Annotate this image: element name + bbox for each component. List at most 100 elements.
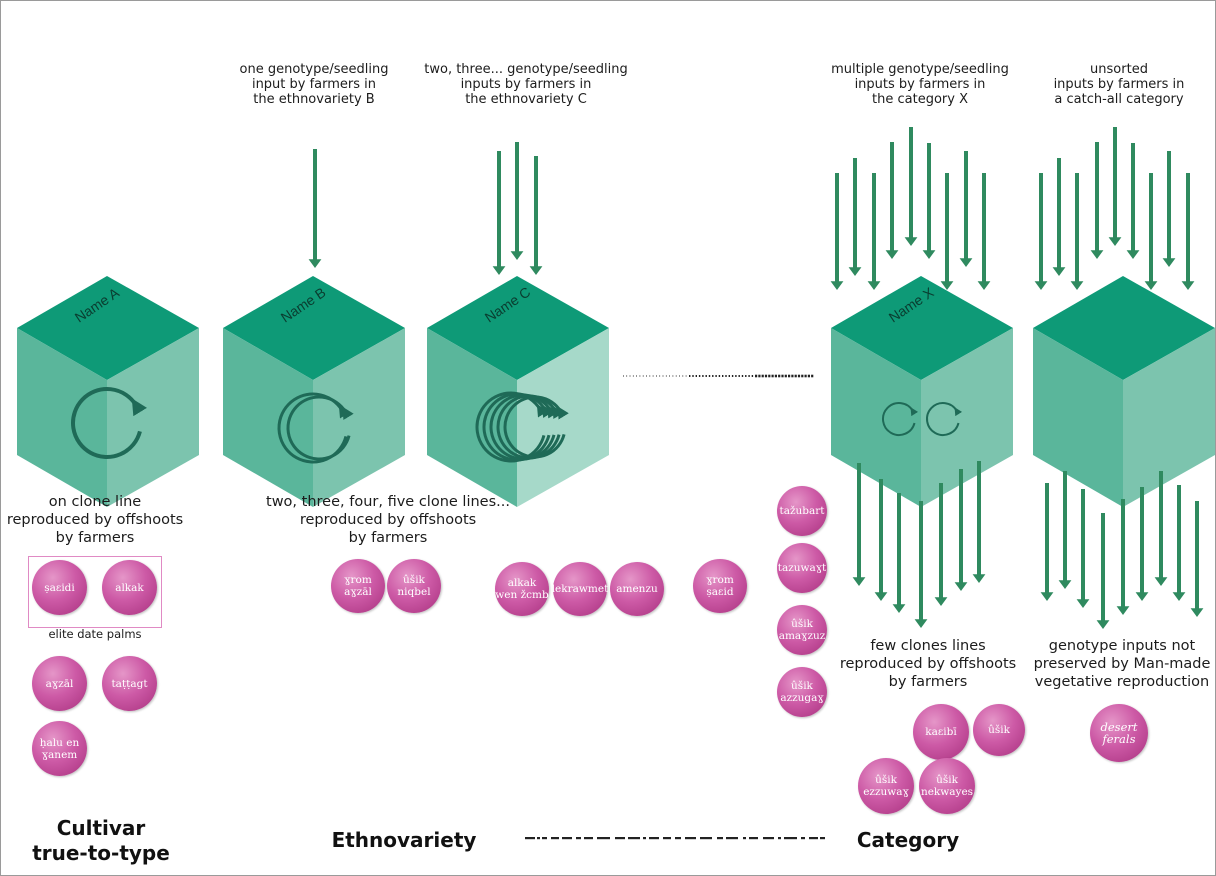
variety-ball: ḥalu en ɣanem [32,721,87,776]
connector-dash [615,837,625,840]
elite-label: elite date palms [48,627,142,641]
variety-ball: taṭṭagt [102,656,157,711]
connector-dash [784,837,797,840]
connector-dash [685,837,696,840]
cube-top-face [831,276,1013,380]
connector-dot [768,374,771,378]
connector-dot [778,374,781,378]
rotation-icon [926,402,963,436]
input-arrow [1070,173,1084,290]
clone-label-a: on clone line reproduced by offshoots by… [6,494,184,546]
input-arrow [308,149,322,268]
connector-dot [672,375,674,377]
connector-dash [726,837,738,840]
variety-ball: ṣaɛidi [32,560,87,615]
connector-dash [700,837,712,840]
input-arrow [922,143,936,259]
connector-dot [731,375,734,377]
input-arrow [1052,158,1066,276]
cube-right-face [313,328,405,507]
input-arrow [1190,501,1204,617]
connector-dash [576,837,581,840]
connector-dash [675,837,681,840]
connector-dot [715,375,717,377]
input-arrow [1162,151,1176,267]
input-arrow [852,463,866,586]
connector-dot [632,375,634,377]
connector-dash [820,837,825,840]
connector-dot [745,375,747,377]
input-arrow [1076,489,1090,608]
connector-dot [685,375,687,377]
connector-dot [771,374,774,378]
connector-dash [584,837,593,840]
connector-dash [643,837,646,840]
rotation-icon [503,395,569,459]
connector-dot [738,375,740,377]
connector-dot [807,374,810,378]
connector-dash [649,837,659,840]
input-arrow [1144,173,1158,290]
connector-dot [659,375,661,377]
cube-top-face [223,276,405,380]
connector-dot [794,374,797,378]
connector-dot [764,374,768,378]
variety-ball: alkak [102,560,157,615]
cube-top-face [427,276,609,380]
connector-dot [695,375,697,377]
connector-dot [758,374,761,378]
connector-dash [525,837,535,840]
clone-label-u: genotype inputs not preserved by Man-mad… [1033,638,1211,690]
cube-left-face [831,328,921,507]
input-arrow [934,483,948,606]
input-arrow [885,142,899,259]
input-arrow [914,501,928,628]
cube-c: Name C [427,276,609,507]
connector-dot [741,375,744,377]
variety-ball: ûšik nekwayes [919,758,975,814]
connector-dot [791,374,794,378]
connector-dot [629,375,631,377]
input-arrow [867,173,881,290]
connector-dash [542,837,547,840]
connector-dot [735,375,737,377]
cube-left-face [223,328,313,507]
input-label-b: one genotype/seedling input by farmers i… [239,62,389,107]
input-arrow [1058,471,1072,589]
connector-dot [665,375,667,377]
rotation-icon [286,395,354,461]
connector-dot [781,374,784,378]
connector-dot [626,375,628,377]
input-arrow [529,156,543,275]
connector-dot [639,375,641,377]
input-arrow [972,461,986,583]
input-arrow [892,493,906,613]
connector-dot [649,375,651,377]
connector-dot [708,375,711,377]
clone-label-x: few clones lines reproduced by offshoots… [839,638,1017,690]
input-arrow [977,173,991,290]
connector-dash [717,837,723,840]
connector-dot [718,375,721,377]
input-arrow [1116,499,1130,615]
connector-dash [562,837,572,840]
connector-dash [778,837,781,840]
connector-dot [669,375,670,377]
connector-dash [537,837,540,840]
input-arrow [1096,513,1110,629]
clone-label-bc: two, three, four, five clone lines... re… [266,494,510,546]
connector-dot [728,375,730,377]
input-arrow [904,127,918,246]
variety-ball: aɣzāl [32,656,87,711]
input-arrow [954,469,968,591]
connector-dot [712,375,714,377]
variety-ball: ɣrom ṣaɛid [693,559,747,613]
connector-dash [763,837,774,840]
connector-dot [656,375,657,377]
connector-dot [811,374,814,378]
input-arrow [1181,173,1195,290]
connector-dot [682,375,684,377]
connector-dot [652,375,654,377]
variety-ball: desert ferals [1090,704,1148,762]
